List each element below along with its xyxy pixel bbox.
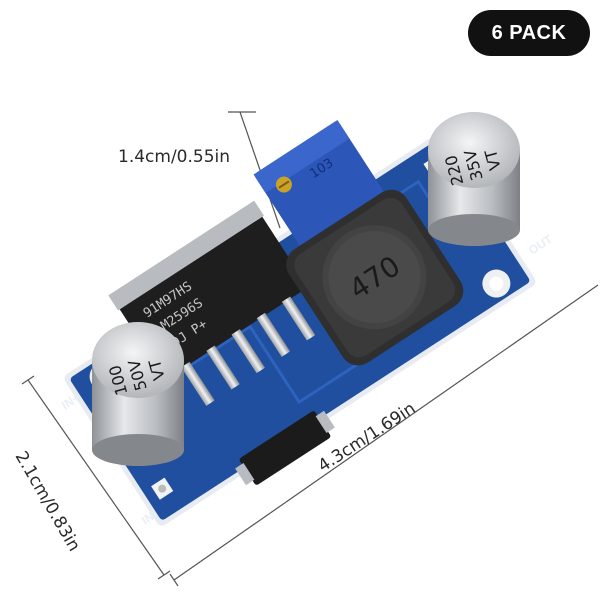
output-cap-brand: VT	[481, 147, 505, 172]
output-capacitor: 220 35V VT	[428, 112, 520, 246]
pack-badge: 6 PACK	[468, 10, 590, 56]
height-dimension-label: 1.4cm/0.55in	[118, 147, 231, 167]
input-capacitor: 100 50V VT	[92, 322, 184, 466]
dimension-lines	[21, 111, 599, 587]
inductor: 470	[286, 189, 464, 366]
pin-label-out: OUT	[526, 232, 555, 258]
diode	[235, 410, 335, 486]
input-cap-brand: VT	[145, 357, 169, 382]
